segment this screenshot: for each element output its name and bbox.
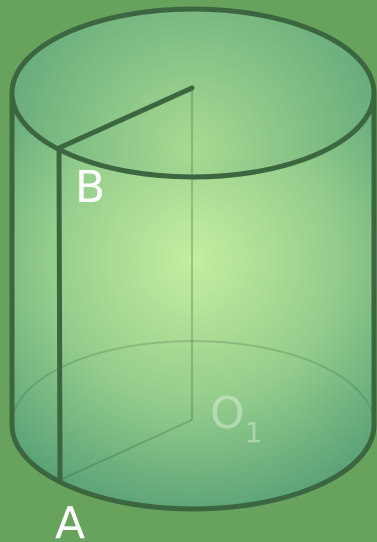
- top-radius-to-b: [56, 85, 195, 151]
- top-ellipse-outline: [9, 6, 377, 180]
- label-point-a: A: [55, 498, 85, 542]
- bottom-radius-o1-a: [59, 419, 193, 481]
- label-center-o: O: [210, 388, 245, 439]
- segment-ab: [56, 145, 63, 483]
- label-center-o1: O1: [210, 388, 262, 449]
- cylinder-top-face: [12, 9, 374, 177]
- label-point-b: B: [75, 162, 105, 213]
- bottom-ellipse-front: [9, 424, 377, 512]
- bottom-ellipse-back: [11, 340, 375, 426]
- label-center-subscript: 1: [245, 416, 263, 449]
- cylinder-body: [12, 93, 374, 509]
